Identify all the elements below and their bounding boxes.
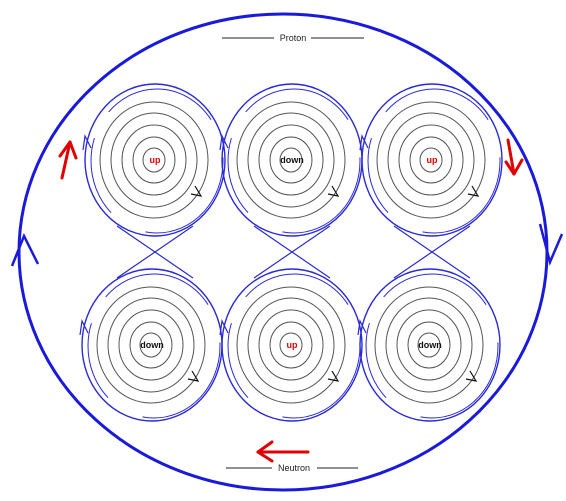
spiral-ring <box>236 101 346 219</box>
vortex-connector <box>116 225 194 279</box>
vortex-outer-ring-inner <box>90 88 224 234</box>
vortex-arrow-icon <box>219 134 229 151</box>
vortex-connector <box>253 225 331 279</box>
spiral-arrow-icon <box>327 185 340 197</box>
spiral-ring <box>279 332 303 358</box>
vortex-arrow-icon <box>359 134 369 151</box>
vortex-outer-ring-inner <box>227 88 361 234</box>
vortex-grid: up down up down up down <box>79 83 503 422</box>
spiral-ring <box>396 309 462 381</box>
spiral-ring <box>129 321 173 369</box>
spiral-ring <box>132 136 176 184</box>
spiral-ring <box>374 286 484 404</box>
bottom-label: Neutron <box>278 463 310 473</box>
red-arrow-upper-right-icon <box>504 138 524 176</box>
spiral-ring <box>387 112 475 208</box>
spiral-ring <box>258 124 324 196</box>
outer-ring-arrow-right-icon <box>538 223 564 266</box>
spiral-arrow-icon <box>465 370 478 382</box>
vortex-cell-down: down <box>79 268 223 422</box>
spiral-arrow-icon <box>187 370 200 382</box>
vortex-arrow-icon <box>82 134 92 151</box>
spiral-ring <box>376 101 486 219</box>
spiral-ring <box>107 297 195 393</box>
spiral-ring <box>236 286 346 404</box>
spiral-arrow-icon <box>327 370 340 382</box>
spiral-ring <box>417 332 441 358</box>
outer-ring <box>17 12 549 492</box>
vortex-outer-ring <box>221 268 363 422</box>
vortex-outer-ring <box>361 83 503 237</box>
vortex-outer-ring-inner <box>87 273 221 419</box>
red-arrow-upper-left-icon <box>58 140 78 180</box>
vortex-cell-up: up <box>82 83 226 237</box>
quark-label-up: up <box>287 340 298 350</box>
spiral-ring <box>385 297 473 393</box>
spiral-ring <box>142 147 166 173</box>
vortex-outer-ring <box>359 268 501 422</box>
vortex-cell-down: down <box>357 268 501 422</box>
spiral-arrow-icon <box>190 185 203 197</box>
spiral-ring <box>269 321 313 369</box>
spiral-ring <box>139 332 163 358</box>
top-label: Proton <box>280 33 307 43</box>
outer-ring-arrow-left-icon <box>10 232 40 267</box>
spiral-ring <box>247 112 335 208</box>
quark-label-down: down <box>140 340 164 350</box>
vortex-cell-up: up <box>359 83 503 237</box>
quark-label-up: up <box>427 155 438 165</box>
spiral-ring <box>96 286 206 404</box>
vortex-arrow-icon <box>79 319 89 336</box>
vortex-outer-ring-inner <box>367 88 501 234</box>
spiral-ring <box>409 136 453 184</box>
spiral-ring <box>258 309 324 381</box>
vortex-arrow-icon <box>357 319 367 336</box>
vortex-arrow-icon <box>219 319 229 336</box>
spiral-ring <box>247 297 335 393</box>
spiral-ring <box>118 309 184 381</box>
spiral-ring <box>269 136 313 184</box>
spiral-ring <box>99 101 209 219</box>
spiral-ring <box>407 321 451 369</box>
spiral-ring <box>419 147 443 173</box>
quark-label-up: up <box>150 155 161 165</box>
vortex-outer-ring-inner <box>365 273 499 419</box>
vortex-cell-down: down <box>219 83 363 237</box>
spiral-ring <box>110 112 198 208</box>
vortex-outer-ring <box>84 83 226 237</box>
quark-label-down: down <box>418 340 442 350</box>
vortex-cell-up: up <box>219 268 363 422</box>
red-arrow-bottom-icon <box>256 440 310 463</box>
spiral-ring <box>279 147 303 173</box>
vortex-connector <box>393 225 471 279</box>
spiral-ring <box>398 124 464 196</box>
quark-label-down: down <box>280 155 304 165</box>
spiral-arrow-icon <box>467 185 480 197</box>
spiral-ring <box>121 124 187 196</box>
